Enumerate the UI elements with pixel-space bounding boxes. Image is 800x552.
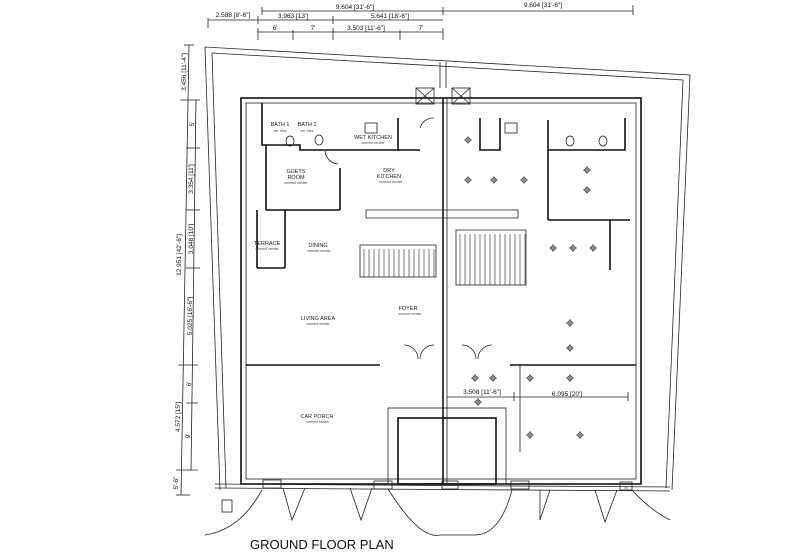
room-car-porch-finish: cement render — [306, 420, 330, 424]
light-icon — [566, 344, 574, 352]
dim-left-b: 3.354 [11'] — [188, 164, 195, 194]
room-living-finish: cement render — [306, 322, 330, 326]
room-guest-line1: GUETS — [287, 169, 306, 175]
boundary-fence — [204, 46, 691, 491]
room-guest-finish: cement render — [284, 181, 308, 185]
room-guest-line2: ROOM — [287, 175, 305, 181]
room-bath2: BATH 2 — [298, 122, 317, 128]
light-fixtures — [464, 136, 597, 439]
light-icon — [526, 374, 534, 382]
dim-left-a: 5' — [189, 122, 196, 127]
dim-top-f: 3.503 [11'-6"] — [347, 25, 385, 32]
dim-left-top: 3.456 [11'-4"] — [181, 53, 188, 91]
light-icon — [576, 431, 584, 439]
dim-left-g: 4.572 [15'] — [175, 402, 182, 432]
dim-top-overall-right: 9.604 [31'-6"] — [524, 2, 562, 9]
dim-porch-a: 3.508 [11'-6"] — [463, 389, 501, 396]
light-icon — [569, 244, 577, 252]
room-dry-kitchen-line2: KITCHEN — [377, 174, 401, 180]
room-car-porch: CAR PORCH — [300, 414, 333, 420]
light-icon — [464, 136, 472, 144]
light-icon — [549, 244, 557, 252]
light-icon — [583, 186, 591, 194]
light-icon — [583, 166, 591, 174]
dim-top-d: 6' — [273, 25, 278, 32]
room-wet-kitchen-finish: cement render — [361, 141, 385, 145]
light-icon — [526, 431, 534, 439]
room-bath2-finish: cer. tiles — [300, 129, 313, 133]
light-icon — [490, 176, 498, 184]
light-icon — [474, 398, 482, 406]
room-wet-kitchen: WET KITCHEN — [354, 135, 392, 141]
dim-left-bottom: 5'-6" — [173, 476, 180, 490]
dim-top-g: 7' — [419, 25, 424, 32]
light-icon — [566, 319, 574, 327]
light-icon — [566, 374, 574, 382]
room-terrace-finish: cement render — [255, 247, 279, 251]
room-foyer-finish: cement render — [398, 312, 422, 316]
porch-dimensions: 3.508 [11'-6"] 6.095 [20'] — [447, 389, 629, 401]
light-icon — [520, 176, 528, 184]
light-icon — [464, 176, 472, 184]
room-terrace: TERRACE — [254, 241, 281, 247]
room-dining-finish: cement render — [307, 249, 331, 253]
dim-porch-b: 6.095 [20'] — [552, 391, 582, 398]
room-dining: DINING — [308, 243, 327, 249]
room-bath1: BATH 1 — [271, 122, 290, 128]
light-icon — [489, 374, 497, 382]
dim-left-e: 6' — [186, 382, 193, 387]
dim-left-f: 9' — [185, 434, 192, 439]
dim-left-c: 3.048 [10'] — [188, 224, 195, 254]
room-bath1-finish: cer. tiles — [273, 129, 286, 133]
dim-top-e: 7' — [311, 25, 316, 32]
dim-top-overall-left: 9.604 [31'-6"] — [336, 4, 374, 11]
drawing-title: GROUND FLOOR PLAN — [250, 537, 394, 552]
room-foyer: FOYER — [399, 306, 418, 312]
room-dry-kitchen-line1: DRY — [383, 168, 395, 174]
dim-top-c: 5.641 [18'-6"] — [371, 13, 409, 20]
dim-left-d: 5.025 [16'-6"] — [187, 297, 194, 335]
dim-left-overall: 12.951 [42'-6"] — [176, 234, 183, 276]
meter-label: M — [625, 486, 628, 490]
dim-top-b: 3.963 [13'] — [278, 13, 308, 20]
left-dimensions: 3.456 [11'-4"] 12.951 [42'-6"] 5' 3.354 … — [173, 44, 200, 496]
front-gates: M — [204, 479, 671, 536]
building-walls — [240, 87, 642, 485]
top-dimensions: 9.604 [31'-6"] 9.604 [31'-6"] 2.588 [8'-… — [207, 2, 634, 40]
room-living: LIVING AREA — [301, 316, 336, 322]
light-icon — [471, 374, 479, 382]
room-dry-kitchen-finish: cement render — [379, 180, 403, 184]
light-icon — [589, 244, 597, 252]
room-labels: BATH 1 cer. tiles BATH 2 cer. tiles WET … — [254, 122, 423, 424]
dim-top-a: 2.588 [8'-6"] — [216, 12, 251, 19]
